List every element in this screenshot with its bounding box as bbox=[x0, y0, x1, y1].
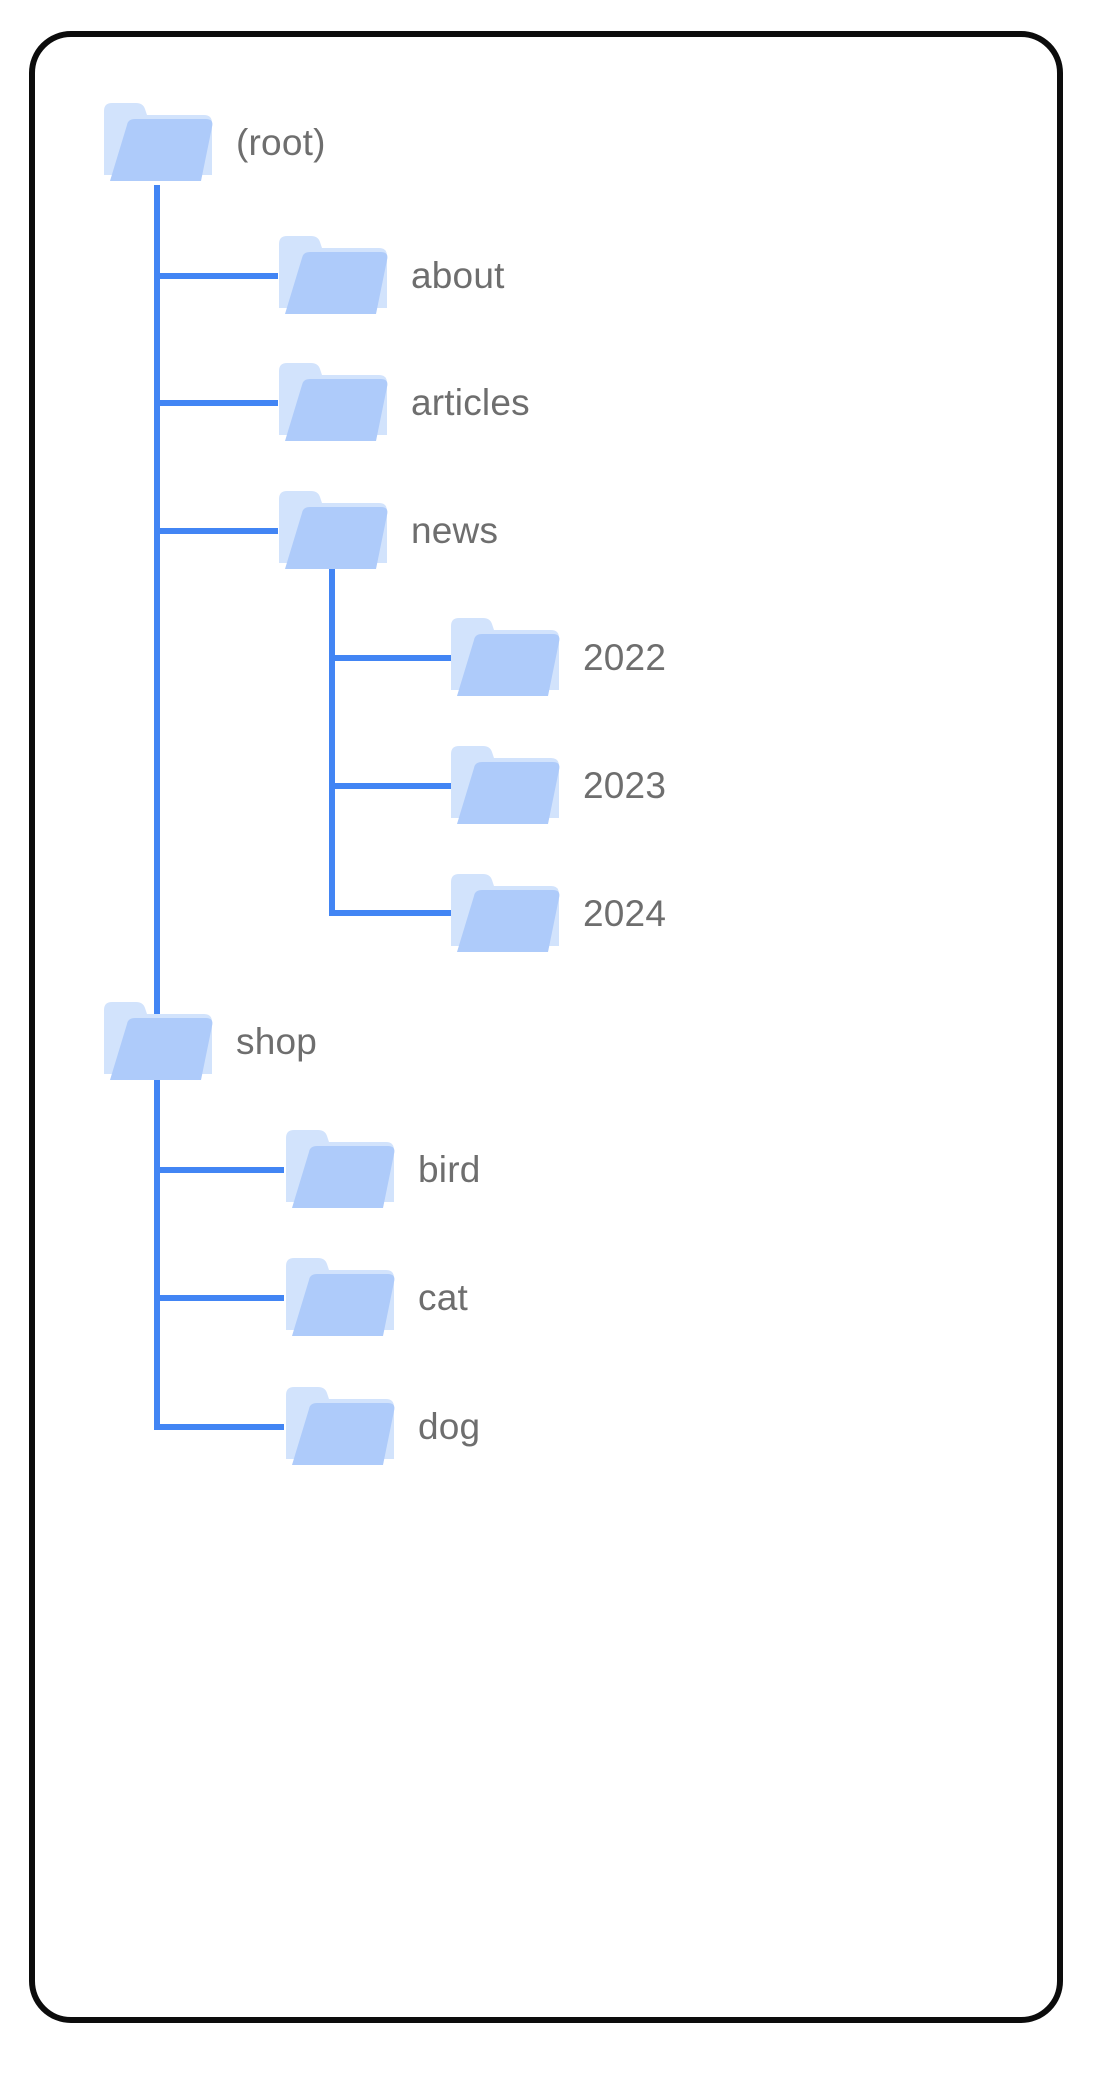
tree-node-label-articles: articles bbox=[411, 382, 530, 423]
tree-node-shop[interactable]: shop bbox=[100, 996, 317, 1088]
tree-node-label-y2023: 2023 bbox=[583, 765, 667, 806]
connector-root-to-articles bbox=[154, 400, 278, 406]
tree-node-label-y2022: 2022 bbox=[583, 637, 667, 678]
folder-icon bbox=[100, 996, 220, 1088]
folder-icon bbox=[282, 1381, 402, 1473]
folder-icon bbox=[447, 740, 567, 832]
tree-node-dog[interactable]: dog bbox=[282, 1381, 480, 1473]
folder-icon bbox=[100, 97, 220, 189]
folder-icon bbox=[282, 1124, 402, 1216]
connector-shop-trunk bbox=[154, 1069, 160, 1424]
connector-news-to-2024 bbox=[329, 910, 453, 916]
tree-node-label-cat: cat bbox=[418, 1277, 468, 1318]
connector-shop-to-dog bbox=[154, 1424, 284, 1430]
tree-node-bird[interactable]: bird bbox=[282, 1124, 480, 1216]
folder-icon bbox=[447, 612, 567, 704]
tree-node-root[interactable]: (root) bbox=[100, 97, 325, 189]
folder-icon bbox=[447, 868, 567, 960]
connector-news-trunk bbox=[329, 558, 335, 913]
tree-node-y2024[interactable]: 2024 bbox=[447, 868, 666, 960]
connector-root-to-about bbox=[154, 273, 278, 279]
connector-shop-to-cat bbox=[154, 1295, 284, 1301]
tree-node-about[interactable]: about bbox=[275, 230, 504, 322]
connector-shop-to-bird bbox=[154, 1167, 284, 1173]
connector-root-trunk bbox=[154, 185, 160, 1043]
tree-node-articles[interactable]: articles bbox=[275, 357, 530, 449]
tree-node-news[interactable]: news bbox=[275, 485, 498, 577]
tree-node-label-root: (root) bbox=[236, 122, 326, 163]
tree-node-label-about: about bbox=[411, 255, 505, 296]
folder-icon bbox=[275, 230, 395, 322]
tree-node-y2022[interactable]: 2022 bbox=[447, 612, 666, 704]
folder-icon bbox=[282, 1252, 402, 1344]
tree-node-label-y2024: 2024 bbox=[583, 893, 667, 934]
folder-icon bbox=[275, 485, 395, 577]
tree-node-cat[interactable]: cat bbox=[282, 1252, 468, 1344]
connector-news-to-2022 bbox=[329, 655, 453, 661]
tree-node-label-dog: dog bbox=[418, 1406, 481, 1447]
folder-icon bbox=[275, 357, 395, 449]
tree-node-y2023[interactable]: 2023 bbox=[447, 740, 666, 832]
connector-root-to-news bbox=[154, 528, 278, 534]
tree-node-label-shop: shop bbox=[236, 1021, 318, 1062]
tree-node-label-news: news bbox=[411, 510, 499, 551]
connector-news-to-2023 bbox=[329, 783, 453, 789]
tree-node-label-bird: bird bbox=[418, 1149, 481, 1190]
